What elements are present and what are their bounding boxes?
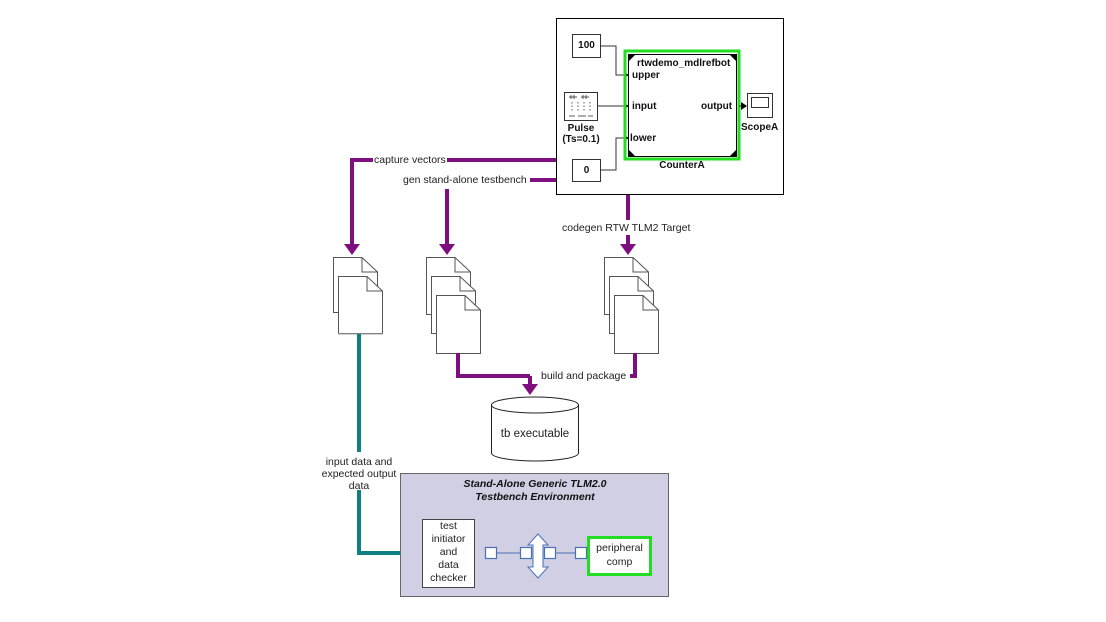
arrow-capture-icon: [344, 244, 360, 255]
corner-tl-icon: [629, 55, 635, 61]
model-ref-title: rtwdemo_mdlrefbot: [637, 58, 731, 69]
pulse-icon: [569, 95, 593, 117]
pulse-label-line1: Pulse: [567, 123, 595, 134]
flow-build-left: [456, 353, 530, 378]
doc-stack-testbench[interactable]: [426, 257, 481, 354]
corner-tr-icon: [730, 55, 736, 61]
model-ref-name: CounterA: [659, 160, 705, 171]
initiator-line2: initiator: [431, 533, 466, 545]
peripheral-comp-block[interactable]: [587, 536, 652, 576]
codegen-label: codegen RTW TLM2 Target: [561, 222, 692, 234]
doc-stack-vectors[interactable]: [333, 257, 384, 335]
initiator-line4: data: [438, 559, 459, 571]
model-reference-block[interactable]: [628, 54, 737, 157]
input-data-label-line3: data: [348, 480, 370, 492]
initiator-socket-port[interactable]: [484, 546, 498, 560]
port-lower-label: lower: [630, 133, 657, 144]
doc-stack-tlm2-code[interactable]: [604, 257, 659, 354]
initiator-line5: checker: [430, 572, 467, 584]
pulse-label-line2: (Ts=0.1): [562, 134, 600, 145]
tb-executable-label: tb executable: [500, 428, 570, 440]
bus-double-arrow-icon: [526, 533, 550, 579]
initiator-line3: and: [439, 546, 458, 558]
build-package-label: build and package: [540, 370, 628, 382]
arrow-output-icon: [741, 102, 747, 110]
env-title-line2: Testbench Environment: [475, 491, 595, 503]
test-initiator-block[interactable]: [422, 519, 475, 588]
peripheral-socket-port[interactable]: [574, 546, 588, 560]
port-upper-label: upper: [632, 70, 660, 81]
signal-lower: [600, 137, 624, 171]
peripheral-line2: comp: [606, 556, 633, 568]
signal-upper: [600, 45, 624, 76]
model-reference-highlight: [623, 49, 741, 161]
arrow-gen-icon: [439, 244, 455, 255]
peripheral-line1: peripheral: [596, 542, 643, 554]
env-title-line1: Stand-Alone Generic TLM2.0: [463, 478, 607, 490]
constant-lower-value: 0: [583, 165, 590, 176]
port-output-label: output: [701, 101, 733, 112]
bus-initiator-port[interactable]: [543, 546, 557, 560]
scope-name: ScopeA: [741, 122, 779, 133]
input-data-label-line2: expected output: [321, 468, 397, 480]
flow-build-right: [630, 353, 637, 378]
gen-testbench-label: gen stand-alone testbench: [402, 174, 528, 186]
arrow-build-icon: [522, 384, 538, 395]
arrow-codegen-icon: [620, 244, 636, 255]
input-data-label-line1: input data and: [325, 456, 393, 468]
bus-target-port[interactable]: [519, 546, 533, 560]
constant-upper-value: 100: [578, 40, 595, 51]
corner-bl-icon: [629, 150, 635, 156]
scope-screen-icon: [751, 97, 769, 108]
flow-capture-vectors: [350, 158, 556, 245]
tb-executable-cylinder[interactable]: [491, 396, 579, 462]
corner-br-icon: [730, 150, 736, 156]
port-input-label: input: [632, 101, 657, 112]
flow-input-data-bottom: [357, 490, 408, 555]
capture-vectors-label: capture vectors: [373, 154, 447, 166]
initiator-line1: test: [440, 520, 457, 532]
